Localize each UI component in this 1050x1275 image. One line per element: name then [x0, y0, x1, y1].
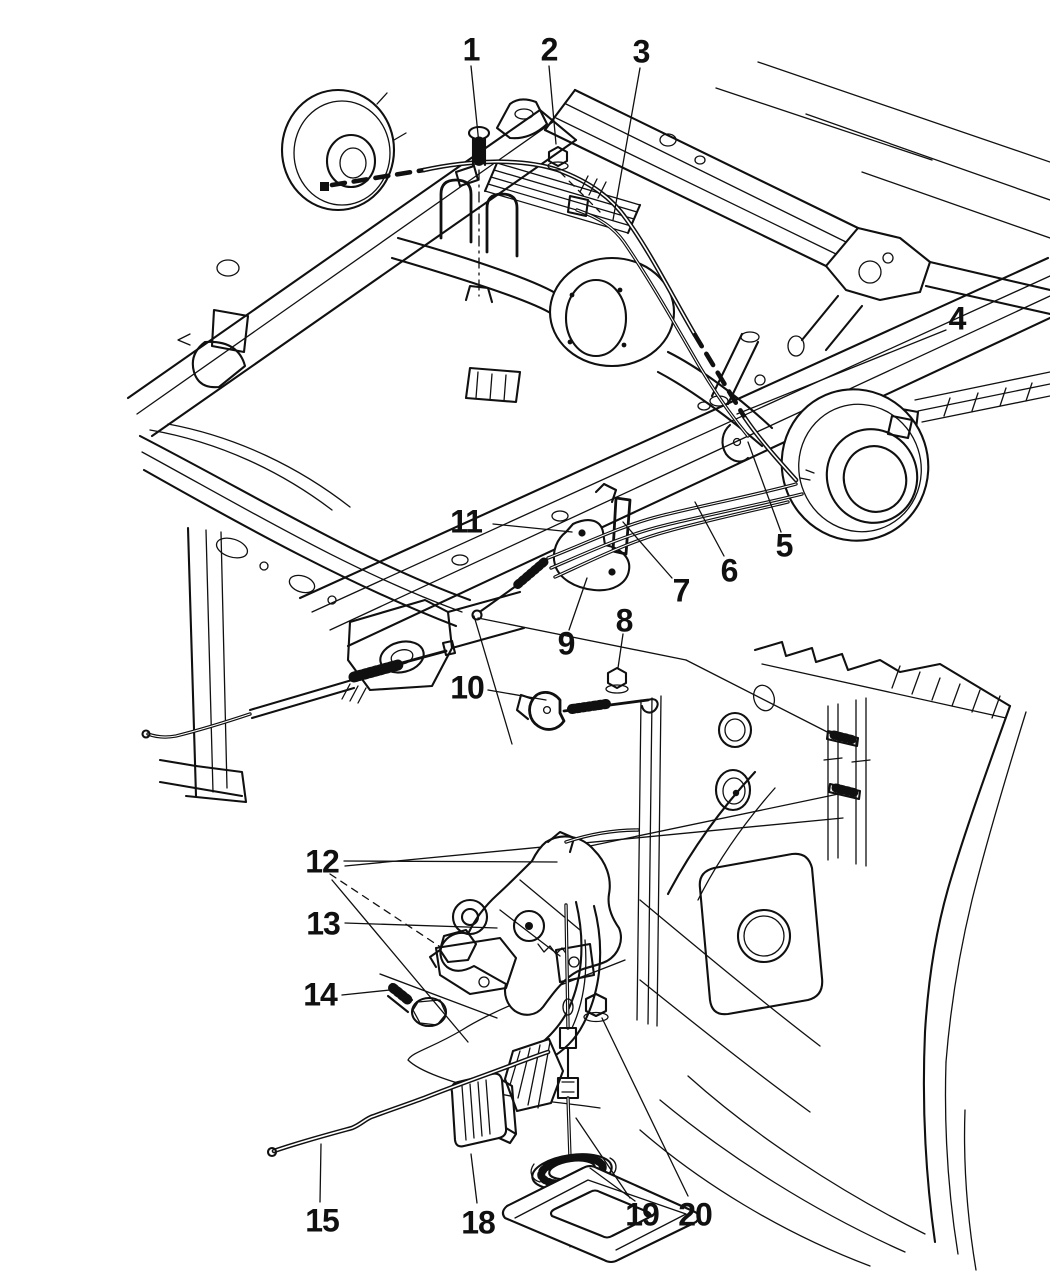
callout-6: 6	[720, 552, 739, 589]
leader-lines	[319, 65, 947, 1204]
lower-cable-bundle	[471, 482, 804, 621]
callout-13: 13	[306, 905, 341, 942]
callout-18: 18	[461, 1204, 496, 1241]
callout-2: 2	[540, 31, 559, 68]
callout-1: 1	[462, 31, 481, 68]
callout-20: 20	[678, 1196, 713, 1233]
front-frame-view	[138, 423, 526, 804]
callout-4: 4	[948, 300, 967, 337]
callout-19: 19	[625, 1196, 660, 1233]
rear-crossmember	[495, 88, 1050, 357]
right-frame-rail	[298, 256, 1050, 648]
rear-brake-cables	[320, 159, 799, 483]
background-frame-lines	[715, 61, 1050, 239]
callout-8: 8	[615, 602, 634, 639]
callout-12: 12	[305, 843, 340, 880]
cable-guide-bracket	[552, 482, 632, 592]
callout-11: 11	[450, 503, 483, 540]
callout-9: 9	[557, 625, 576, 662]
callout-3: 3	[632, 33, 651, 70]
fastener-nut-2	[547, 145, 601, 213]
equalizer-detail	[473, 615, 844, 745]
callout-7: 7	[672, 572, 691, 609]
left-brake-drum	[280, 88, 407, 212]
floor-pan-view	[344, 640, 1027, 1271]
callout-10: 10	[450, 669, 485, 706]
callout-5: 5	[775, 527, 794, 564]
callout-15: 15	[305, 1202, 340, 1239]
callout-14: 14	[303, 976, 338, 1013]
pedal-assembly	[266, 828, 700, 1264]
